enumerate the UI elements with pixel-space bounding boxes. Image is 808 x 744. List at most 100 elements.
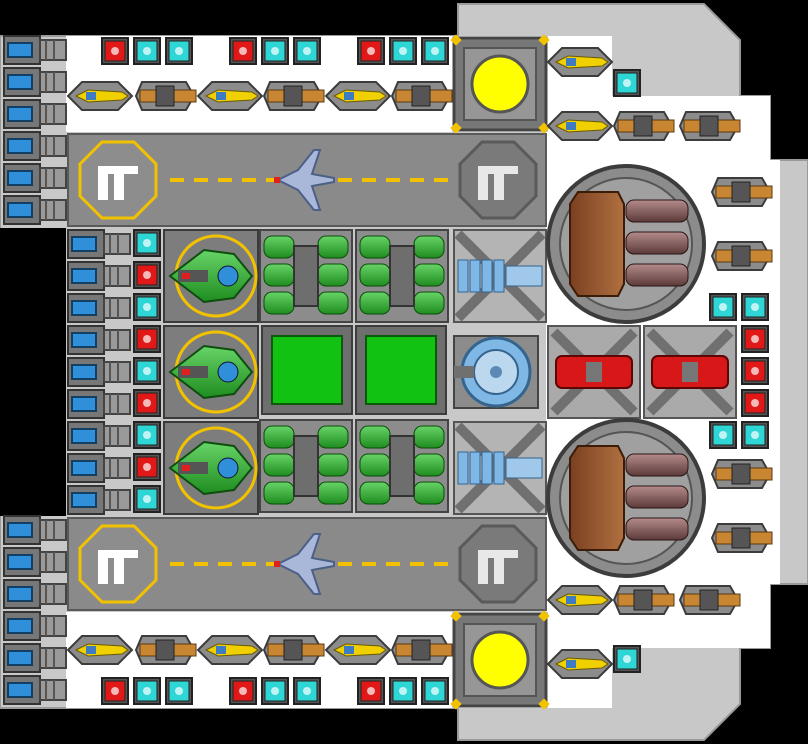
shield-generator-icon[interactable] [261,677,289,705]
thruster-icon[interactable] [3,131,67,161]
laser-turret[interactable] [546,649,614,679]
heavy-turret[interactable] [546,418,706,578]
fighter-bay[interactable] [163,421,259,515]
shield-generator-icon[interactable] [133,421,161,449]
power-node-icon[interactable] [229,37,257,65]
shield-generator-icon[interactable] [133,229,161,257]
thruster-icon[interactable] [3,643,67,673]
shield-generator-icon[interactable] [613,645,641,673]
laser-turret[interactable] [546,111,614,141]
shield-generator-icon[interactable] [133,357,161,385]
laser-turret[interactable] [324,635,392,665]
thruster-icon[interactable] [3,675,67,705]
shield-generator-icon[interactable] [389,677,417,705]
gatling-turret[interactable] [262,81,325,111]
gatling-turret[interactable] [678,111,741,141]
laser-turret[interactable] [196,635,264,665]
laser-turret[interactable] [546,585,614,615]
laser-turret[interactable] [196,81,264,111]
shield-generator-icon[interactable] [421,37,449,65]
laser-turret[interactable] [66,635,134,665]
reactor-icon[interactable] [450,610,550,710]
thruster-icon[interactable] [67,389,131,419]
shield-generator-icon[interactable] [165,677,193,705]
shield-generator-icon[interactable] [261,37,289,65]
thruster-icon[interactable] [67,293,131,323]
power-node-icon[interactable] [741,357,769,385]
thruster-icon[interactable] [67,357,131,387]
power-node-icon[interactable] [133,453,161,481]
shield-generator-icon[interactable] [709,421,737,449]
radial-engine[interactable] [453,421,547,515]
shield-generator-icon[interactable] [165,37,193,65]
laser-turret[interactable] [546,47,614,77]
shield-generator-icon[interactable] [293,37,321,65]
red-cannon[interactable] [547,325,641,419]
thruster-icon[interactable] [3,579,67,609]
storage-tank[interactable] [259,419,353,513]
gatling-turret[interactable] [710,177,773,207]
thruster-icon[interactable] [67,485,131,515]
power-node-icon[interactable] [133,389,161,417]
thruster-icon[interactable] [67,421,131,451]
radial-engine[interactable] [453,229,547,323]
power-node-icon[interactable] [101,37,129,65]
storage-tank[interactable] [355,419,449,513]
fighter-jet-icon[interactable] [274,149,335,211]
power-node-icon[interactable] [741,325,769,353]
shield-generator-icon[interactable] [741,293,769,321]
shield-generator-icon[interactable] [133,677,161,705]
power-node-icon[interactable] [357,37,385,65]
thruster-icon[interactable] [3,547,67,577]
thruster-icon[interactable] [3,35,67,65]
reactor-icon[interactable] [450,34,550,134]
gatling-turret[interactable] [710,523,773,553]
shield-generator-icon[interactable] [293,677,321,705]
fighter-bay[interactable] [163,325,259,419]
thruster-icon[interactable] [67,261,131,291]
shield-generator-icon[interactable] [133,485,161,513]
gatling-turret[interactable] [612,585,675,615]
gatling-turret[interactable] [612,111,675,141]
thruster-icon[interactable] [3,99,67,129]
fighter-jet-icon[interactable] [274,533,335,595]
thruster-icon[interactable] [3,515,67,545]
storage-tank[interactable] [355,229,449,323]
thruster-icon[interactable] [3,195,67,225]
thruster-icon[interactable] [3,163,67,193]
shield-dome[interactable] [453,335,539,409]
runway-top[interactable] [67,133,547,227]
fighter-bay[interactable] [163,229,259,323]
gatling-turret[interactable] [134,635,197,665]
shield-generator-icon[interactable] [133,293,161,321]
thruster-icon[interactable] [67,325,131,355]
runway-bottom[interactable] [67,517,547,611]
laser-turret[interactable] [324,81,392,111]
thruster-icon[interactable] [67,229,131,259]
laser-turret[interactable] [66,81,134,111]
heavy-turret[interactable] [546,164,706,324]
power-node-icon[interactable] [133,261,161,289]
shield-generator-icon[interactable] [709,293,737,321]
gatling-turret[interactable] [390,81,453,111]
gatling-turret[interactable] [390,635,453,665]
power-node-icon[interactable] [229,677,257,705]
red-cannon[interactable] [643,325,737,419]
thruster-icon[interactable] [3,611,67,641]
shield-generator-icon[interactable] [133,37,161,65]
power-node-icon[interactable] [741,389,769,417]
power-node-icon[interactable] [133,325,161,353]
power-node-icon[interactable] [101,677,129,705]
gatling-turret[interactable] [710,241,773,271]
gatling-turret[interactable] [262,635,325,665]
power-node-icon[interactable] [357,677,385,705]
shield-generator-icon[interactable] [421,677,449,705]
gatling-turret[interactable] [134,81,197,111]
thruster-icon[interactable] [3,67,67,97]
shield-generator-icon[interactable] [741,421,769,449]
shield-generator-icon[interactable] [613,69,641,97]
gatling-turret[interactable] [678,585,741,615]
storage-tank[interactable] [259,229,353,323]
shield-generator-icon[interactable] [389,37,417,65]
thruster-icon[interactable] [67,453,131,483]
